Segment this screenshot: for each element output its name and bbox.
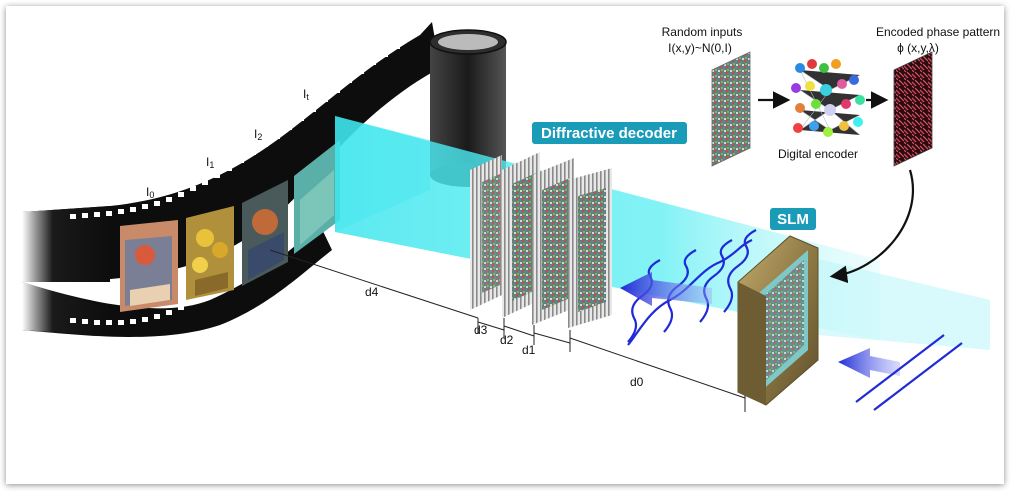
output-wavefronts — [627, 238, 753, 346]
frame-label-t: It — [303, 87, 309, 102]
distance-label-d3: d3 — [474, 323, 488, 337]
distance-label-d0: d0 — [630, 375, 644, 389]
random-inputs-title: Random inputs — [662, 25, 743, 39]
film-frame-0 — [120, 220, 178, 312]
diffractive-layer-3 — [502, 152, 540, 318]
random-input-pattern — [711, 51, 751, 167]
decoder-label: Diffractive decoder — [541, 125, 677, 142]
diffractive-layer-2 — [532, 158, 574, 325]
distance-lines — [269, 249, 746, 412]
frame-label-0: I0 — [146, 185, 154, 200]
diffractive-layer-1 — [568, 168, 612, 328]
input-arrow-icon — [838, 348, 900, 378]
frame-label-1: I1 — [206, 155, 214, 170]
diffractive-layer-4 — [470, 155, 502, 310]
output-arrow-icon — [620, 272, 712, 306]
distance-label-d4: d4 — [365, 285, 379, 299]
slm-device — [737, 235, 819, 406]
slm-pill: SLM — [770, 208, 816, 230]
light-beam — [335, 116, 990, 350]
slm-label: SLM — [777, 211, 809, 228]
random-inputs-formula: I(x,y)~N(0,I) — [668, 41, 732, 55]
curved-arrow-to-slm — [829, 169, 914, 284]
encoded-phase-formula: ϕ (x,y,λ) — [897, 41, 939, 55]
film-frame-2 — [242, 180, 288, 286]
frame-label-2: I2 — [254, 127, 262, 142]
distance-label-d2: d2 — [500, 333, 514, 347]
diffractive-decoder — [470, 152, 612, 328]
encoded-phase-pattern — [893, 51, 933, 167]
input-plane-waves — [855, 334, 963, 411]
digital-encoder-label: Digital encoder — [778, 147, 858, 161]
neural-network-encoder — [791, 59, 865, 137]
distance-label-d1: d1 — [522, 343, 536, 357]
film-frame-1 — [186, 206, 234, 300]
decoder-pill: Diffractive decoder — [532, 122, 687, 144]
encoded-phase-title: Encoded phase pattern — [876, 25, 1000, 39]
film-frame-t — [294, 140, 340, 254]
